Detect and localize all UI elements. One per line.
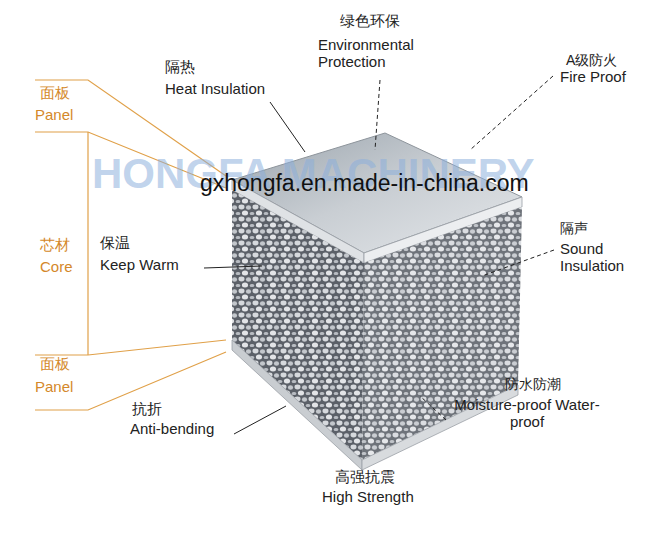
layer-label: 面板: [40, 84, 70, 101]
layer-label: Core: [40, 258, 73, 275]
feature-label: High Strength: [322, 488, 414, 505]
layer-label: Panel: [35, 378, 73, 395]
layer-label: 面板: [40, 355, 70, 372]
feature-label: Environmental Protection: [318, 36, 443, 71]
chinese-label: 隔声: [560, 220, 588, 236]
feature-label: Keep Warm: [100, 256, 179, 273]
chinese-label: 绿色环保: [340, 12, 400, 29]
chinese-label: 隔热: [165, 58, 195, 75]
core-face: [232, 190, 364, 460]
chinese-label: 高强抗震: [335, 468, 395, 485]
feature-label: Fire Proof: [560, 68, 626, 85]
panel-edge: [232, 340, 362, 470]
layer-label: 芯材: [40, 236, 70, 253]
leader-lines: [204, 76, 554, 434]
chinese-label: 保温: [100, 234, 130, 251]
chinese-label: 防水防潮: [505, 376, 561, 392]
feature-label: Heat Insulation: [165, 80, 265, 97]
watermark-url: gxhongfa.en.made-in-china.com: [200, 170, 529, 196]
feature-label: Anti-bending: [130, 420, 214, 437]
chinese-label: A级防火: [566, 52, 617, 68]
layer-label: Panel: [35, 106, 73, 123]
feature-label: Moisture-proof Water-proof: [452, 396, 602, 431]
feature-label: Sound Insulation: [560, 240, 645, 275]
chinese-label: 抗折: [132, 400, 162, 417]
bracket-lines: [35, 80, 226, 410]
